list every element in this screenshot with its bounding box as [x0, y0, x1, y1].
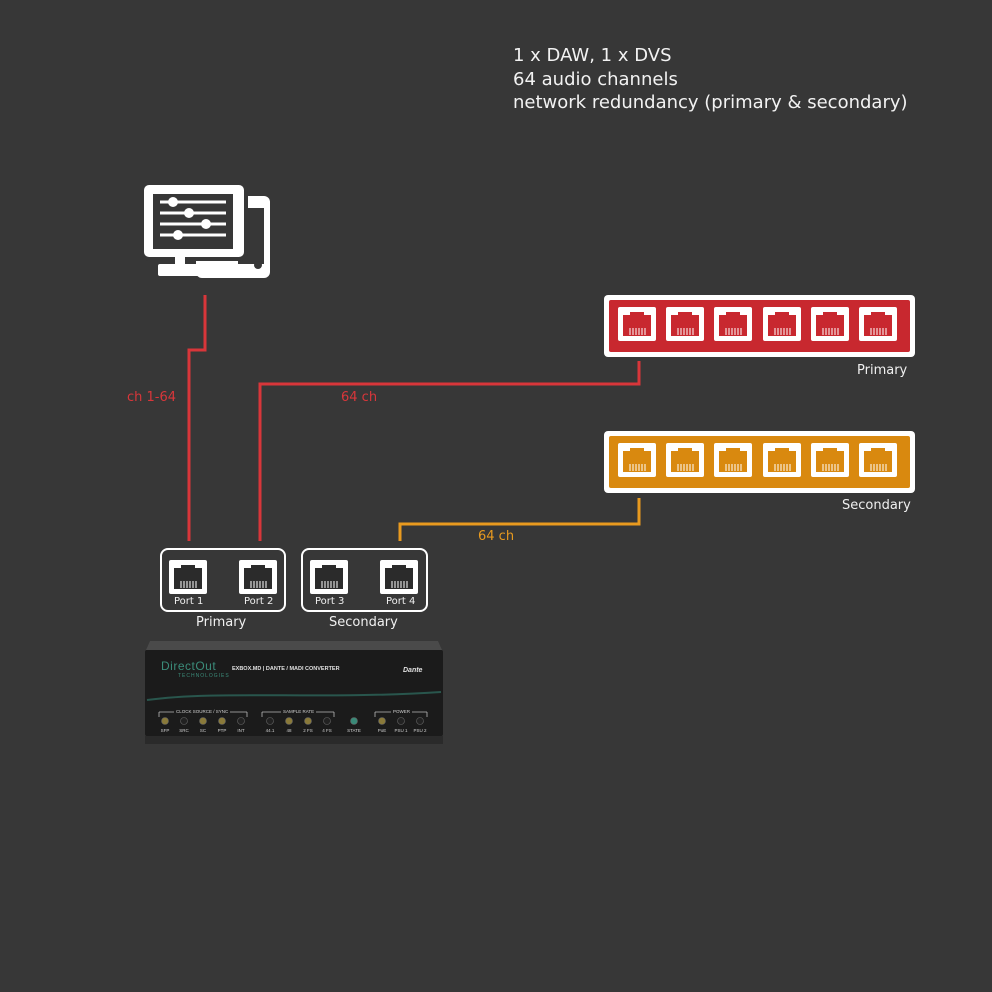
port-1-icon: [168, 559, 208, 595]
port-1-label: Port 1: [174, 596, 204, 607]
led-6: [285, 717, 293, 725]
port-3-icon: [309, 559, 349, 595]
led-label-1: SRC: [179, 728, 189, 733]
led-2: [199, 717, 207, 725]
led-1: [180, 717, 188, 725]
secondary-link-line: [398, 498, 641, 541]
led-3: [218, 717, 226, 725]
port-2-label: Port 2: [244, 596, 274, 607]
led-label-5: 44.1: [265, 728, 275, 733]
secondary-switch: [604, 431, 915, 493]
led-label-7: 2 FS: [303, 728, 313, 733]
device-brand-sub: TECHNOLOGIES: [178, 673, 230, 679]
daw-link-line: [187, 295, 207, 541]
primary-switch: [604, 295, 915, 357]
led-4: [237, 717, 245, 725]
led-label-9: STATE: [347, 728, 361, 733]
primary-link-label: 64 ch: [341, 390, 378, 405]
daw-link-label: ch 1-64: [127, 390, 177, 405]
port-4-label: Port 4: [386, 596, 416, 607]
description-line-2: 64 audio channels: [513, 68, 678, 90]
port-group-secondary-label: Secondary: [329, 615, 398, 630]
led-0: [161, 717, 169, 725]
led-5: [266, 717, 274, 725]
port-group-primary-label: Primary: [196, 615, 247, 630]
led-label-10: PoE: [377, 728, 387, 733]
dante-logo: Dante: [403, 667, 423, 674]
led-label-11: PSU 1: [394, 728, 408, 733]
port-2-icon: [238, 559, 278, 595]
section-power-label: POWER: [391, 709, 413, 714]
led-label-3: PTP: [217, 728, 227, 733]
section-rate-label: SAMPLE RATE: [281, 709, 317, 714]
led-9: [350, 717, 358, 725]
port-group-primary: [160, 548, 286, 612]
section-clock-label: CLOCK SOURCE / SYNC: [174, 709, 231, 714]
led-12: [416, 717, 424, 725]
primary-link-line: [258, 361, 641, 541]
primary-switch-label: Primary: [857, 363, 908, 378]
led-7: [304, 717, 312, 725]
description-line-1: 1 x DAW, 1 x DVS: [513, 45, 672, 66]
device-brand: DirectOut: [161, 659, 217, 673]
description-block: 1 x DAW, 1 x DVS 64 audio channels netwo…: [513, 44, 908, 115]
port-group-secondary: [301, 548, 428, 612]
led-label-4: INT: [237, 728, 245, 733]
led-11: [397, 717, 405, 725]
secondary-link-label: 64 ch: [478, 529, 515, 544]
led-10: [378, 717, 386, 725]
device-model: EXBOX.MD | DANTE / MADI CONVERTER: [232, 666, 340, 672]
port-4-icon: [379, 559, 419, 595]
description-line-3: network redundancy (primary & secondary): [513, 92, 908, 113]
computer-mixer-icon: [140, 181, 270, 278]
secondary-switch-label: Secondary: [842, 498, 911, 513]
led-label-6: 48: [286, 728, 292, 733]
led-label-0: SFP: [160, 728, 170, 733]
led-label-12: PSU 2: [413, 728, 427, 733]
led-label-2: SC: [199, 728, 207, 733]
led-label-8: 4 FS: [322, 728, 332, 733]
port-3-label: Port 3: [315, 596, 345, 607]
converter-device: [145, 641, 443, 744]
led-8: [323, 717, 331, 725]
